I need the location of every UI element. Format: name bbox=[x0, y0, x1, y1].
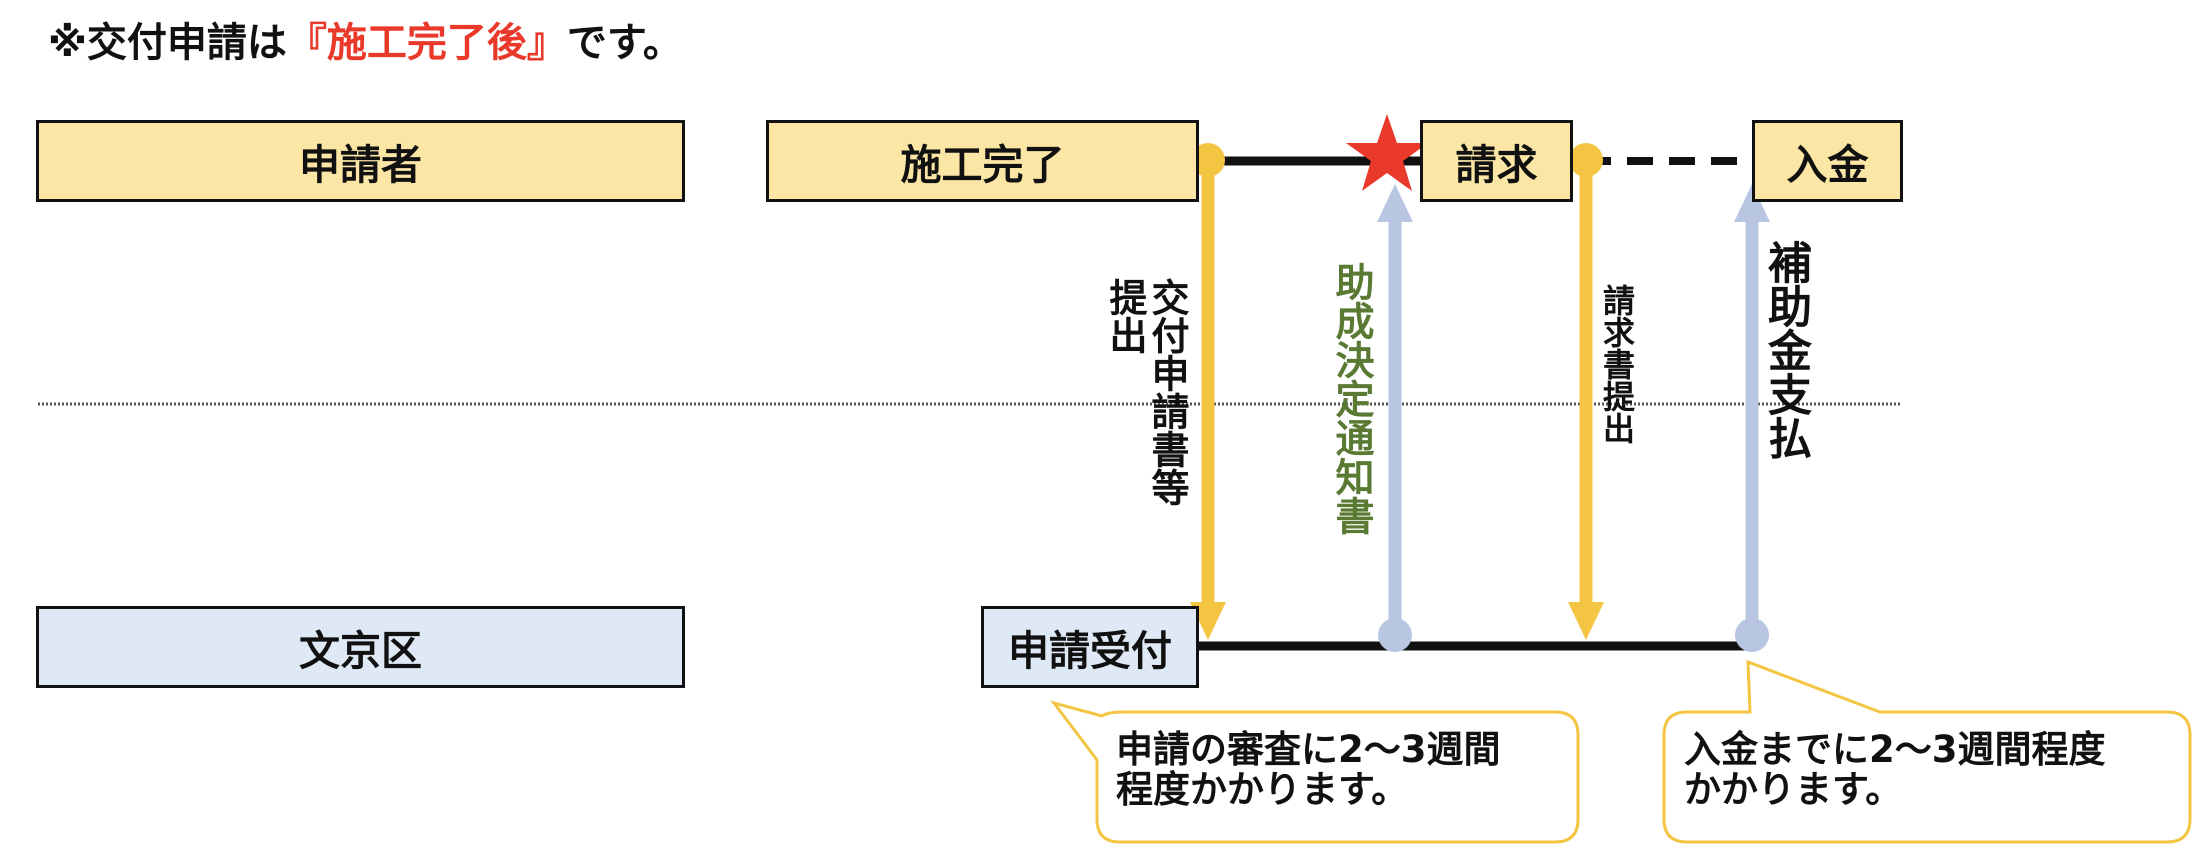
lane-applicant-label: 申請者 bbox=[299, 141, 422, 189]
callout-payment-bubble bbox=[1662, 659, 2192, 844]
arrow-head-subsidy-payment bbox=[1734, 184, 1770, 222]
label-submit-invoice: 請求書提出 bbox=[1598, 284, 1636, 444]
dot-billing bbox=[1569, 143, 1603, 177]
callout-payment-text: 入金までに2〜3週間程度 かかります。 bbox=[1684, 728, 2106, 811]
label-subsidy-payment: 補助金支払 bbox=[1760, 240, 1811, 460]
note-prefix: ※交付申請は bbox=[48, 20, 287, 66]
star-icon bbox=[1346, 114, 1428, 191]
step-billing-label: 請求 bbox=[1455, 141, 1538, 189]
step-application-received-label: 申請受付 bbox=[1008, 627, 1172, 675]
label-submit-application-col1: 交付申請書等 bbox=[1145, 278, 1189, 506]
note-highlight: 『施工完了後』 bbox=[286, 20, 567, 66]
arrow-head-submit-invoice bbox=[1568, 602, 1604, 640]
dot-grant-decision bbox=[1378, 618, 1412, 652]
lane-bunkyo-box: 文京区 bbox=[36, 606, 685, 688]
step-construction-done-box: 施工完了 bbox=[766, 120, 1199, 202]
step-application-received-box: 申請受付 bbox=[981, 606, 1199, 688]
callout-review-text: 申請の審査に2〜3週間 程度かかります。 bbox=[1116, 728, 1501, 811]
dot-subsidy-payment bbox=[1735, 618, 1769, 652]
lane-bunkyo-label: 文京区 bbox=[299, 627, 422, 675]
label-submit-application: 交付申請書等 提出 bbox=[1100, 278, 1190, 538]
arrow-head-submit-application bbox=[1190, 602, 1226, 640]
step-construction-done-label: 施工完了 bbox=[900, 141, 1065, 189]
callout-review-bubble bbox=[1050, 700, 1580, 844]
note-suffix: です。 bbox=[566, 20, 683, 66]
page-note: ※交付申請は『施工完了後』です。 bbox=[48, 10, 683, 68]
arrow-head-grant-decision bbox=[1377, 184, 1413, 222]
lane-applicant-box: 申請者 bbox=[36, 120, 685, 202]
label-submit-application-col2: 提出 bbox=[1103, 278, 1147, 354]
step-payment-received-label: 入金 bbox=[1786, 141, 1869, 189]
step-payment-received-box: 入金 bbox=[1752, 120, 1903, 202]
label-grant-decision: 助成決定通知書 bbox=[1329, 262, 1374, 535]
step-billing-box: 請求 bbox=[1420, 120, 1573, 202]
dot-construction-done bbox=[1191, 143, 1225, 177]
